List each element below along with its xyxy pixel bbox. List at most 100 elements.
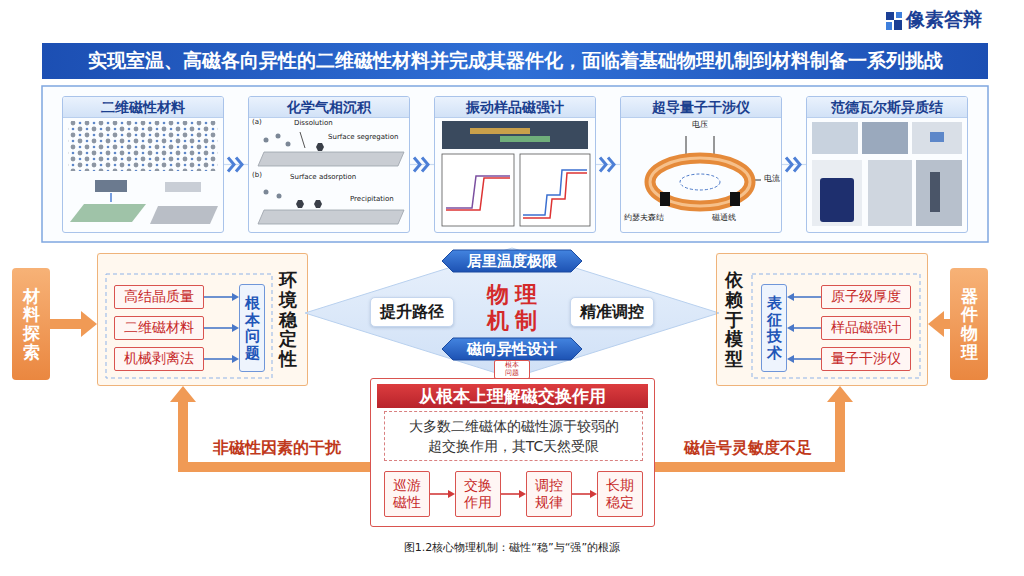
panel-letter: (a) — [252, 119, 262, 127]
microscope-image — [930, 172, 940, 212]
connector-line — [204, 296, 233, 298]
molecule-dot — [264, 190, 269, 195]
method-panel-frame — [42, 86, 988, 242]
connector — [50, 311, 97, 337]
arrow-head — [787, 293, 794, 301]
panel-letter: (b) — [252, 172, 262, 180]
node-text: 范德瓦尔斯异质结 — [807, 97, 967, 118]
molecule-dot — [276, 134, 281, 139]
core-box: 根本问题 — [239, 284, 265, 372]
note-box: 大多数二维磁体的磁性源于较弱的 超交换作用，其TC天然受限 — [384, 411, 643, 461]
node-text: 从根本上理解磁交换作用 — [377, 384, 648, 408]
node-text: 依赖于模型 — [725, 270, 743, 369]
side-tag: 器件物理 — [950, 268, 988, 380]
process-photo — [812, 122, 858, 154]
device-photo — [442, 121, 588, 149]
connector-line — [793, 327, 821, 329]
molecule-dot — [277, 194, 282, 199]
method-card: 振动样品磁强计 — [434, 96, 596, 233]
process-arrow — [300, 132, 305, 148]
edge-label: 磁信号灵敏度不足 — [681, 438, 815, 458]
arrow-head — [448, 490, 455, 498]
process-photo — [912, 122, 962, 154]
chevron-head — [600, 158, 606, 172]
squid-ring — [650, 158, 750, 206]
process-arrow — [110, 193, 112, 202]
lattice-image — [68, 121, 218, 171]
connector-line — [793, 358, 821, 360]
connector-line — [782, 164, 806, 165]
connector — [787, 293, 821, 301]
node-text: 量子干涉仪 — [831, 350, 901, 368]
connector — [410, 158, 434, 172]
node-text: 高结晶质量 — [124, 288, 194, 306]
panel-ground — [716, 253, 928, 386]
factor-box: 机械剥离法 — [114, 347, 204, 371]
node-text: 样品磁强计 — [831, 319, 901, 337]
method-card: 范德瓦尔斯异质结 — [806, 96, 968, 233]
connector — [928, 311, 950, 337]
node-text: 环境稳定性 — [279, 270, 297, 369]
connector-line — [655, 401, 840, 467]
flux-line — [680, 174, 720, 190]
connector — [787, 324, 821, 332]
factor-box: 原子级厚度 — [821, 285, 911, 309]
node-text: 材料探索 — [23, 287, 40, 362]
graphene-flake — [314, 200, 322, 208]
title-banner: 实现室温、高磁各向异性的二维磁性材料并完成其器件化，面临着基础物理机制到材料制备… — [42, 43, 988, 79]
device-photo — [500, 136, 550, 142]
connector — [787, 355, 821, 363]
node-text: 超导量子干涉仪 — [621, 97, 781, 118]
process-photo — [868, 160, 912, 226]
connector-line — [50, 319, 82, 329]
arrow-head — [170, 386, 196, 402]
stamp-image — [95, 180, 127, 192]
process-label: Dissolution — [294, 120, 333, 128]
arrow-head — [232, 293, 239, 301]
node-text: 磁向异性设计 — [467, 340, 557, 359]
method-panel: 依赖于模型 表征技术 原子级厚度样品磁强计量子干涉仪 — [716, 253, 928, 386]
process-label: Surface segregation — [328, 134, 398, 142]
pill-outline — [442, 338, 582, 360]
arrow-head — [928, 311, 944, 337]
chevron-head — [236, 158, 242, 172]
node-text: 表征技术 — [767, 295, 782, 361]
connector-line — [204, 358, 233, 360]
process-photo — [862, 122, 908, 154]
tag-badge: 根本 问题 — [494, 360, 530, 379]
logo-icon — [894, 20, 902, 30]
arrow-head — [232, 355, 239, 363]
node-text: 化学气相沉积 — [249, 97, 409, 118]
arrow-head — [232, 324, 239, 332]
bottle-image — [820, 178, 854, 222]
connector — [204, 355, 239, 363]
node-text: 交换 作用 — [463, 477, 492, 512]
path-box: 精准调控 — [570, 297, 654, 327]
node-text: 振动样品磁强计 — [435, 97, 595, 118]
group-frame — [752, 274, 920, 378]
chevron-head — [608, 158, 614, 172]
connector-line — [501, 493, 520, 495]
process-photo — [812, 160, 862, 226]
substrate-image — [258, 152, 404, 166]
connector-line — [430, 493, 449, 495]
connector-line — [596, 164, 620, 165]
step-box: 长期 稳定 — [597, 471, 643, 517]
connector-line — [410, 164, 434, 165]
graphene-flake — [296, 200, 304, 208]
method-card: 化学气相沉积 — [248, 96, 410, 233]
process-photo — [916, 160, 962, 226]
pill-outline — [442, 250, 582, 272]
connector-line — [793, 296, 821, 298]
flake-image — [150, 206, 218, 224]
factor-box: 样品磁强计 — [821, 316, 911, 340]
connector — [596, 158, 620, 172]
node-text: 二维磁材料 — [124, 319, 194, 337]
tape-image — [165, 182, 201, 192]
part-label: 磁通线 — [712, 214, 736, 223]
mechanism-diamond: 物理 机制居里温度极限提升路径精准调控磁向异性设计 — [305, 248, 719, 378]
factor-box: 二维磁材料 — [114, 316, 204, 340]
node-text: 原子级厚度 — [831, 288, 901, 306]
connector — [572, 490, 597, 498]
